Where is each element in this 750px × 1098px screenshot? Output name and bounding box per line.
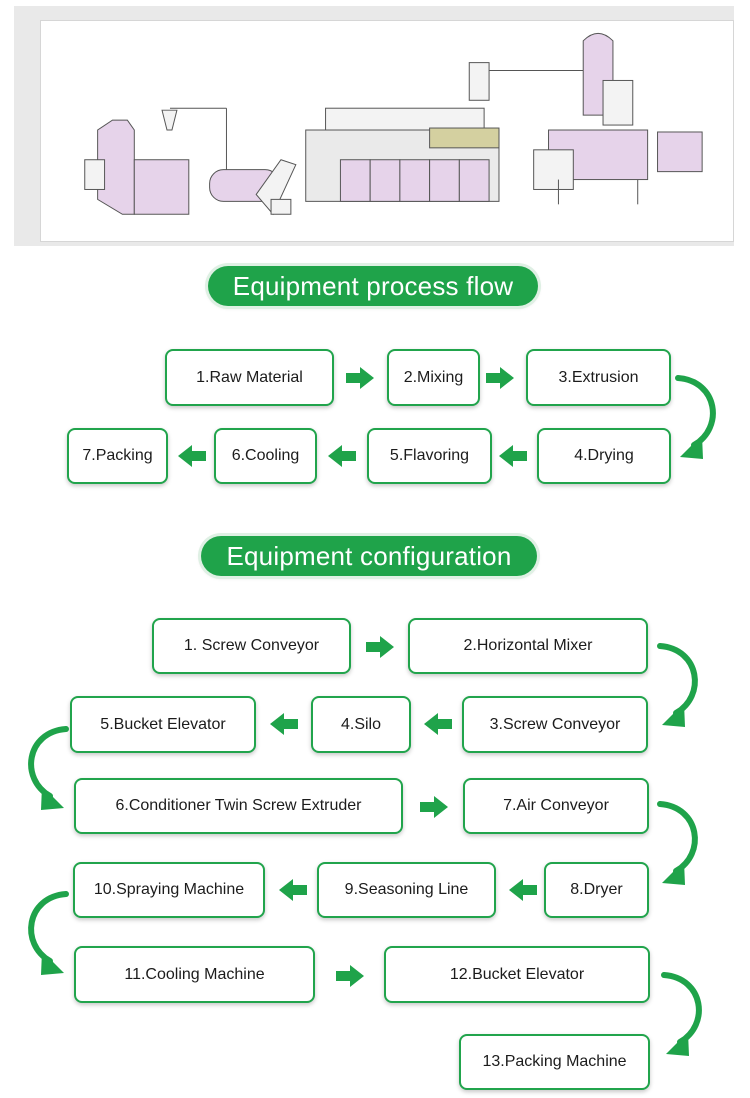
config-item-seasoning-line: 9.Seasoning Line bbox=[317, 862, 496, 918]
config-item-bucket-elevator-12: 12.Bucket Elevator bbox=[384, 946, 650, 1003]
arrow-left-icon bbox=[424, 713, 452, 735]
process-flow-title: Equipment process flow bbox=[208, 266, 538, 306]
config-item-dryer: 8.Dryer bbox=[544, 862, 649, 918]
arrow-left-icon bbox=[279, 879, 307, 901]
equipment-illustration-frame bbox=[14, 6, 734, 246]
config-item-conditioner-twin-screw-extruder: 6.Conditioner Twin Screw Extruder bbox=[74, 778, 403, 834]
config-item-cooling-machine: 11.Cooling Machine bbox=[74, 946, 315, 1003]
equipment-line-drawing bbox=[40, 20, 734, 242]
config-item-packing-machine: 13.Packing Machine bbox=[459, 1034, 650, 1090]
arrow-right-icon bbox=[420, 796, 448, 818]
curved-arrow-icon bbox=[657, 801, 698, 885]
config-item-silo: 4.Silo bbox=[311, 696, 411, 753]
config-item-spraying-machine: 10.Spraying Machine bbox=[73, 862, 265, 918]
curved-arrow-icon bbox=[675, 375, 716, 459]
process-step-packing: 7.Packing bbox=[67, 428, 168, 484]
config-item-bucket-elevator-5: 5.Bucket Elevator bbox=[70, 696, 256, 753]
arrow-right-icon bbox=[346, 367, 374, 389]
config-item-air-conveyor: 7.Air Conveyor bbox=[463, 778, 649, 834]
arrow-right-icon bbox=[486, 367, 514, 389]
process-step-raw-material: 1.Raw Material bbox=[165, 349, 334, 406]
process-step-drying: 4.Drying bbox=[537, 428, 671, 484]
arrow-right-icon bbox=[336, 965, 364, 987]
arrow-left-icon bbox=[270, 713, 298, 735]
config-item-horizontal-mixer: 2.Horizontal Mixer bbox=[408, 618, 648, 674]
arrow-left-icon bbox=[328, 445, 356, 467]
process-step-mixing: 2.Mixing bbox=[387, 349, 480, 406]
curved-arrow-icon bbox=[657, 643, 698, 727]
process-step-extrusion: 3.Extrusion bbox=[526, 349, 671, 406]
configuration-title: Equipment configuration bbox=[201, 536, 537, 576]
curved-arrow-icon bbox=[28, 726, 69, 810]
process-step-flavoring: 5.Flavoring bbox=[367, 428, 492, 484]
curved-arrow-icon bbox=[661, 972, 702, 1056]
arrow-left-icon bbox=[178, 445, 206, 467]
curved-arrow-icon bbox=[28, 891, 69, 975]
arrow-right-icon bbox=[366, 636, 394, 658]
arrow-left-icon bbox=[509, 879, 537, 901]
config-item-screw-conveyor-3: 3.Screw Conveyor bbox=[462, 696, 648, 753]
arrow-left-icon bbox=[499, 445, 527, 467]
config-item-screw-conveyor-1: 1. Screw Conveyor bbox=[152, 618, 351, 674]
process-step-cooling: 6.Cooling bbox=[214, 428, 317, 484]
